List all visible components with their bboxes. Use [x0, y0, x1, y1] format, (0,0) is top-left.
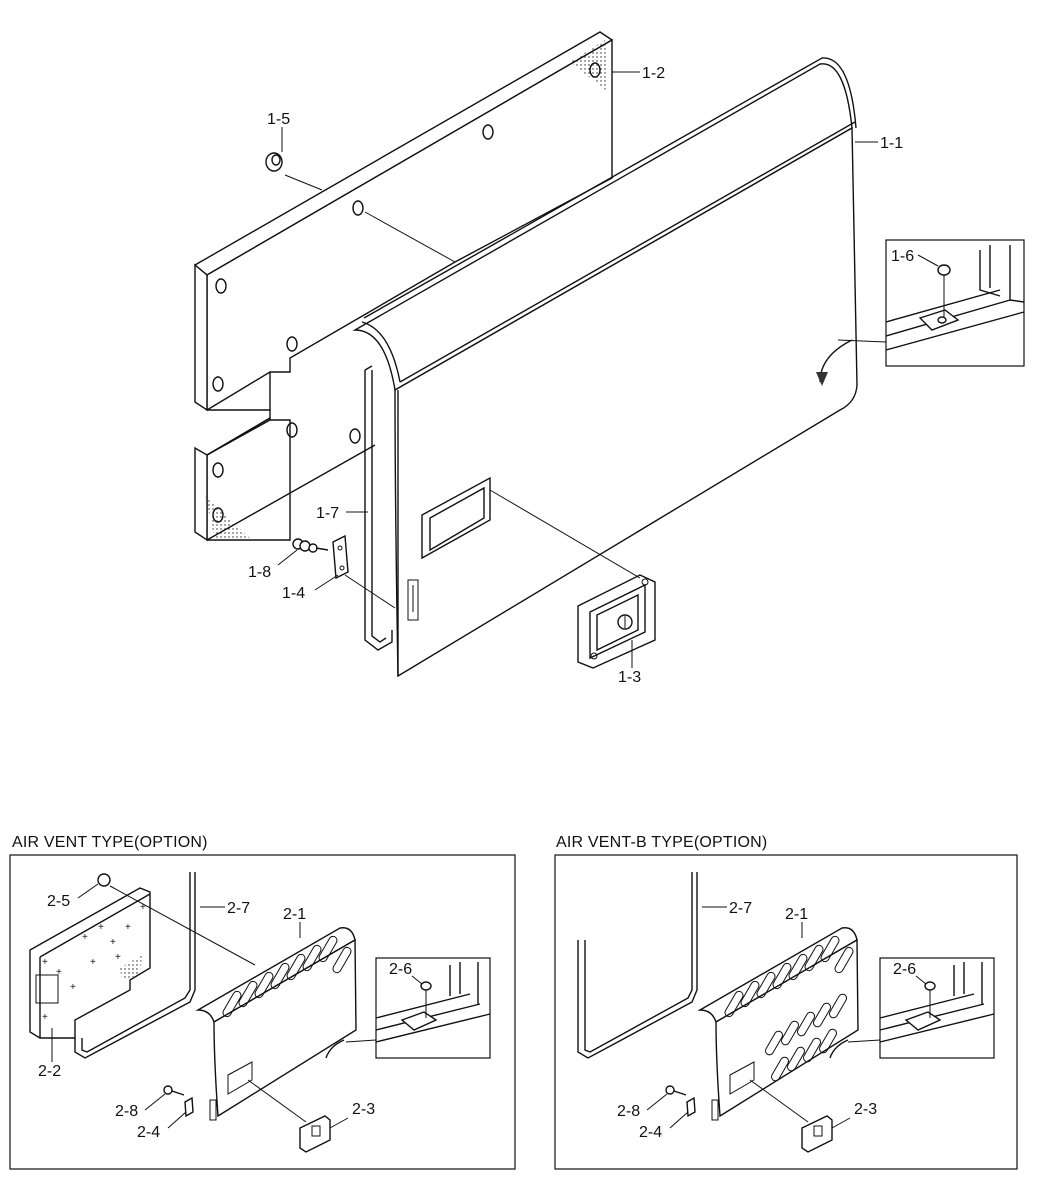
vent-weather-strip: [74, 872, 196, 1059]
door-lock: [577, 574, 656, 669]
vent-b-detail-inset: [847, 957, 995, 1059]
svg-text:+: +: [98, 922, 104, 933]
label-b-2-8: 2-8: [617, 1103, 640, 1120]
vent-slots: [222, 935, 352, 1018]
svg-text:+: +: [70, 982, 76, 993]
detail-inset-1-6: [837, 239, 1025, 367]
side-door-panel: [352, 57, 858, 678]
svg-text:+: +: [82, 932, 88, 943]
label-2-7: 2-7: [227, 900, 250, 917]
label-1-8: 1-8: [248, 564, 271, 581]
svg-text:+: +: [56, 967, 62, 978]
vent-b-slots: [724, 935, 854, 1082]
main-assembly: 1-2 1-1 1-5 1-6 1-7 1-8 1-4 1-3: [193, 31, 1025, 686]
vent-b-bracket: [686, 1096, 696, 1118]
option-air-vent-title: AIR VENT TYPE(OPTION): [12, 834, 208, 851]
label-2-2: 2-2: [38, 1063, 61, 1080]
vent-detail-inset: [345, 957, 491, 1059]
option-air-vent-b: AIR VENT-B TYPE(OPTION): [554, 834, 1018, 1170]
label-1-3: 1-3: [618, 669, 641, 686]
svg-text:+: +: [42, 957, 48, 968]
insulation-panel: [193, 31, 614, 542]
label-1-2: 1-2: [642, 65, 665, 82]
label-2-3: 2-3: [352, 1101, 375, 1118]
label-1-5: 1-5: [267, 111, 290, 128]
label-1-6: 1-6: [891, 248, 914, 265]
striker-bracket: [332, 534, 349, 580]
vent-b-weather-strip: [577, 872, 698, 1059]
svg-text:+: +: [125, 922, 131, 933]
label-b-2-1: 2-1: [785, 906, 808, 923]
label-b-2-7: 2-7: [729, 900, 752, 917]
label-2-4: 2-4: [137, 1124, 160, 1141]
svg-text:+: +: [42, 1012, 48, 1023]
svg-text:+: +: [110, 937, 116, 948]
label-1-4: 1-4: [282, 585, 305, 602]
label-1-7: 1-7: [316, 505, 339, 522]
label-2-6: 2-6: [389, 961, 412, 978]
vent-handle: [299, 1115, 331, 1153]
svg-text:+: +: [140, 902, 146, 913]
vent-insulation-panel: + + + + + + + + + + +: [29, 873, 151, 1039]
label-2-5: 2-5: [47, 893, 70, 910]
bolt-set: [292, 538, 329, 553]
option-air-vent-b-title: AIR VENT-B TYPE(OPTION): [556, 834, 767, 851]
svg-text:+: +: [115, 952, 121, 963]
label-1-1: 1-1: [880, 135, 903, 152]
grommet: [265, 152, 283, 172]
option-air-vent: AIR VENT TYPE(OPTION) + + + + + + + + + …: [9, 834, 516, 1170]
vent-door-panel: [195, 927, 357, 1121]
label-2-1: 2-1: [283, 906, 306, 923]
vent-bracket: [184, 1096, 194, 1118]
vent-b-door-panel: [697, 927, 859, 1121]
svg-text:+: +: [90, 957, 96, 968]
weather-strip: [364, 365, 393, 651]
label-2-8: 2-8: [115, 1103, 138, 1120]
label-b-2-6: 2-6: [893, 961, 916, 978]
vent-b-handle: [801, 1115, 833, 1153]
label-b-2-4: 2-4: [639, 1124, 662, 1141]
label-b-2-3: 2-3: [854, 1101, 877, 1118]
